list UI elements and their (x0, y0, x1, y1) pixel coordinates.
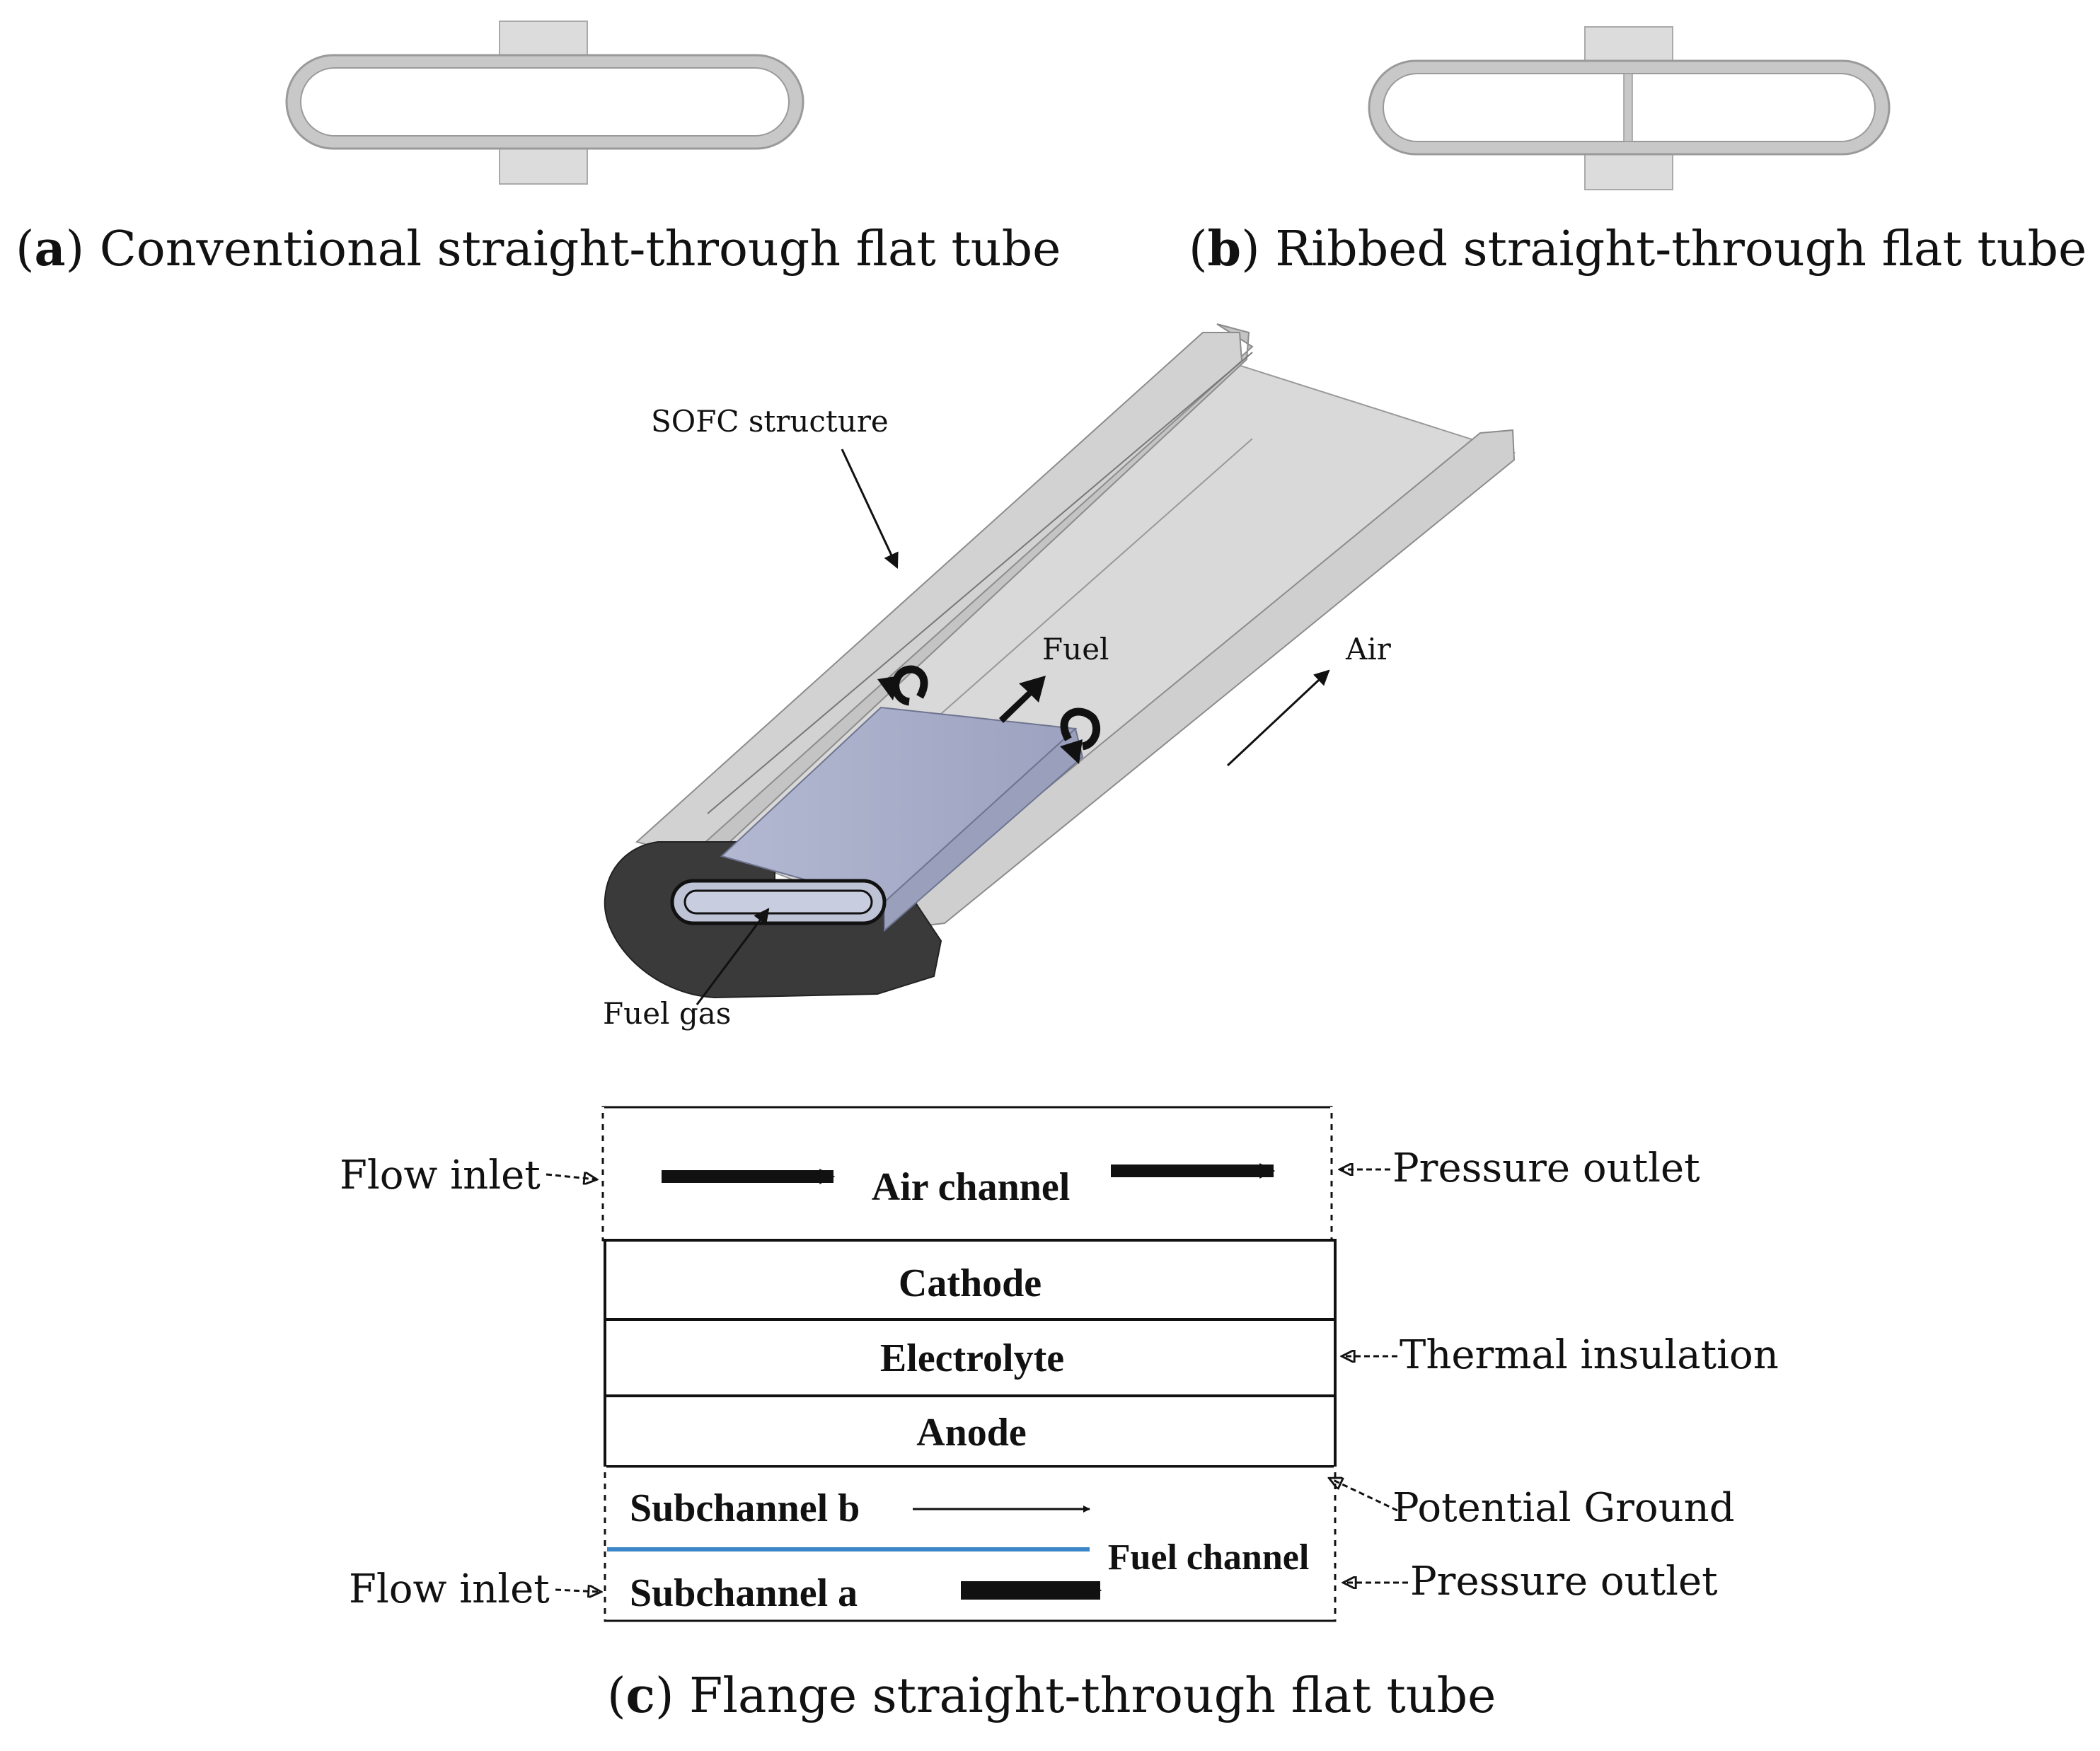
fuel-channel-label: Fuel channel (1108, 1537, 1310, 1578)
flow-inlet-top-label: Flow inlet (340, 1152, 541, 1198)
electrolyte-label: Electrolyte (880, 1336, 1064, 1380)
tube-b-rib (1623, 73, 1633, 142)
sofc-3d-illustration (604, 323, 1516, 1005)
tube-a-drawing (285, 21, 804, 185)
label-fuel: Fuel (1042, 632, 1109, 666)
tube-b-drawing (1368, 26, 1891, 190)
pressure-outlet-top-label: Pressure outlet (1392, 1145, 1700, 1191)
potential-ground-label: Potential Ground (1392, 1485, 1735, 1531)
subchannel-a-label: Subchannel a (630, 1571, 858, 1615)
flow-inlet-bottom-arrow (555, 1590, 600, 1592)
caption-c: (c) Flange straight-through flat tube (607, 1668, 1496, 1724)
caption-a: (a) Conventional straight-through flat t… (16, 221, 1061, 277)
label-sofc-structure: SOFC structure (651, 404, 889, 439)
layer-schematic (546, 1106, 1408, 1622)
thermal-insulation-label: Thermal insulation (1400, 1332, 1779, 1378)
anode-label: Anode (916, 1411, 1027, 1455)
caption-a-text: Conventional straight-through flat tube (100, 221, 1061, 277)
caption-a-letter: a (35, 221, 66, 277)
tube-a-inner (300, 67, 790, 137)
curl-arrow-right-head (1060, 739, 1083, 764)
curl-arrow-left-head (877, 676, 900, 700)
caption-b-text: Ribbed straight-through flat tube (1275, 221, 2087, 277)
potential-ground-arrow (1330, 1479, 1398, 1512)
curl-arrow-left-icon (892, 665, 928, 706)
flow-inlet-bottom-label: Flow inlet (349, 1566, 550, 1612)
leader-fuel-gas (696, 908, 770, 1005)
pressure-outlet-bottom-label: Pressure outlet (1410, 1559, 1718, 1605)
caption-c-letter: c (626, 1668, 655, 1724)
caption-c-text: Flange straight-through flat tube (689, 1668, 1496, 1724)
fuel-flow-arrow-icon (999, 676, 1046, 723)
cathode-label: Cathode (899, 1261, 1042, 1305)
leader-structure (841, 449, 899, 569)
subchannel-b-label: Subchannel b (630, 1486, 860, 1530)
flow-inlet-top-arrow (546, 1174, 596, 1179)
air-channel-label: Air channel (872, 1165, 1071, 1209)
cathode-layer (604, 1239, 1337, 1321)
trough-edge-line (707, 352, 1253, 814)
caption-b-letter: b (1208, 221, 1242, 277)
curl-arrow-right-icon (1060, 707, 1100, 751)
fuel-block-side (884, 727, 1084, 932)
label-fuel-gas: Fuel gas (603, 996, 731, 1031)
air-flow-arrow (1226, 669, 1330, 767)
anode-layer (604, 1394, 1337, 1468)
electrolyte-layer (604, 1318, 1337, 1397)
embedded-tube-inner (683, 889, 873, 915)
caption-b: (b) Ribbed straight-through flat tube (1189, 221, 2087, 277)
label-air: Air (1345, 632, 1392, 666)
